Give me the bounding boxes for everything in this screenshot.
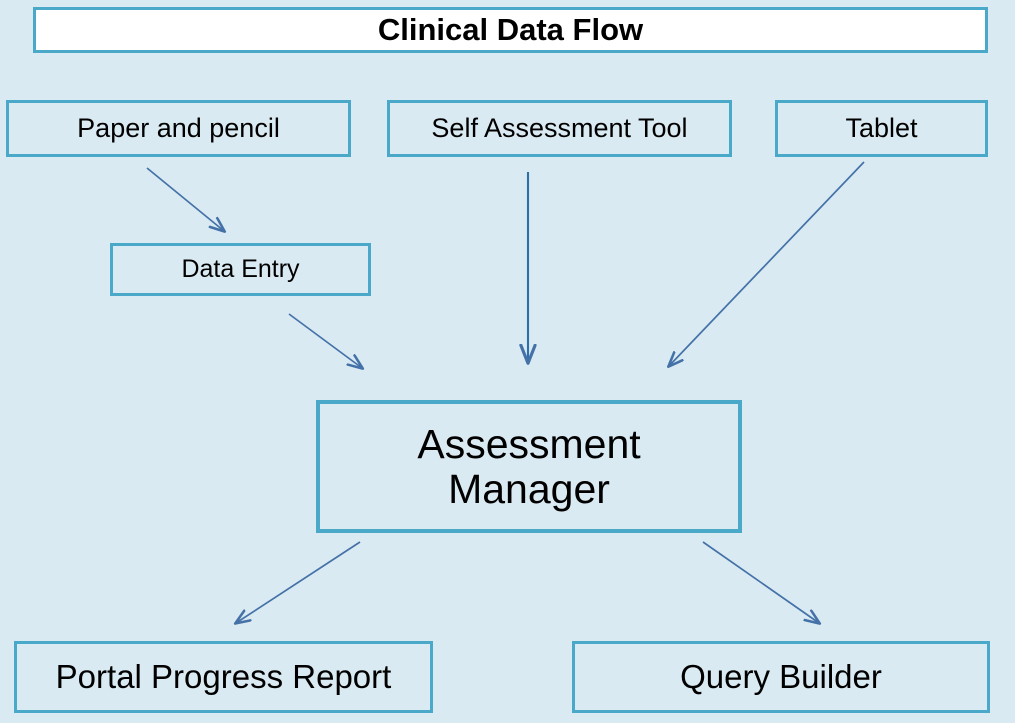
node-query-builder[interactable]: Query Builder <box>572 641 990 713</box>
arrow-assessment-manager-to-query-builder <box>702 541 819 623</box>
node-paper-and-pencil[interactable]: Paper and pencil <box>6 100 351 157</box>
node-self-assessment-tool[interactable]: Self Assessment Tool <box>387 100 732 157</box>
arrow-tablet-to-assessment-manager <box>669 161 865 366</box>
node-assessment-manager[interactable]: Assessment Manager <box>316 400 742 533</box>
arrow-paper-to-data-entry <box>146 167 224 231</box>
node-tablet[interactable]: Tablet <box>775 100 988 157</box>
diagram-title: Clinical Data Flow <box>33 7 988 53</box>
node-portal-progress-report[interactable]: Portal Progress Report <box>14 641 433 713</box>
node-data-entry[interactable]: Data Entry <box>110 243 371 296</box>
arrow-data-entry-to-assessment-manager <box>288 313 362 368</box>
arrow-assessment-manager-to-portal-progress-report <box>236 541 361 623</box>
